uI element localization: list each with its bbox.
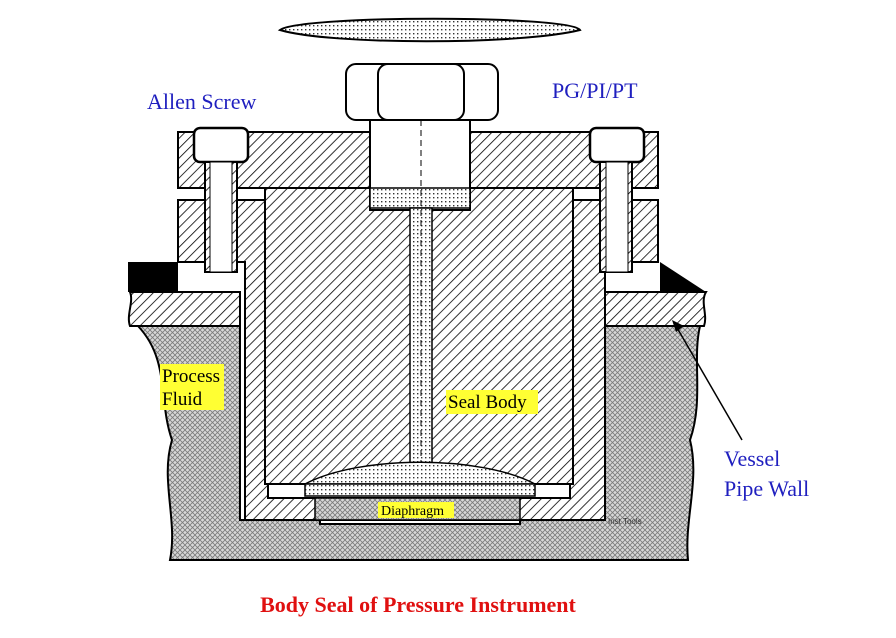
diaphragm — [304, 461, 536, 521]
diagram-caption: Body Seal of Pressure Instrument — [260, 592, 576, 617]
vessel-label-1: Vessel — [724, 446, 780, 471]
process-fluid-label-2: Fluid — [162, 389, 203, 410]
diaphragm-highlight — [378, 502, 454, 518]
vessel-leader-line — [675, 325, 743, 441]
process-fluid-region — [135, 325, 702, 561]
vessel-leader-arrow — [672, 320, 684, 332]
vessel-wall — [127, 262, 708, 327]
process-fluid-label-1: Process — [162, 366, 220, 387]
allen-screw-label: Allen Screw — [147, 89, 256, 114]
diaphragm-label: Diaphragm — [381, 504, 444, 519]
vessel-label-2: Pipe Wall — [724, 476, 809, 501]
seal-body-highlight — [446, 390, 538, 414]
watermark: Inst Tools — [608, 517, 642, 526]
pg-pi-pt-label: PG/PI/PT — [552, 78, 638, 103]
seal-body-core — [264, 90, 574, 485]
allen-screw-right — [588, 126, 646, 273]
instrument-nut — [277, 17, 582, 121]
seal-body-label: Seal Body — [448, 392, 527, 413]
allen-screw-left — [192, 126, 250, 273]
process-fluid-highlight — [160, 364, 224, 410]
